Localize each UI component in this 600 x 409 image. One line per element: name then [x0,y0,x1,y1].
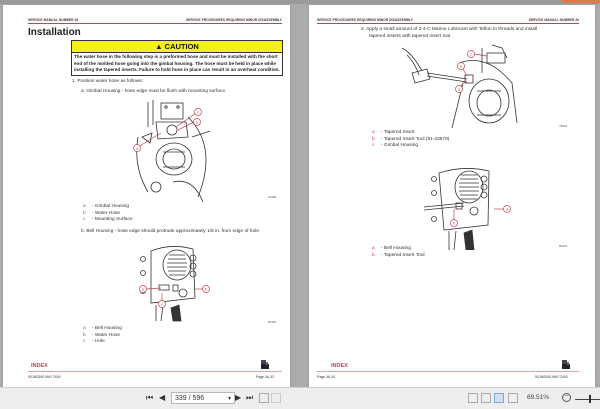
legend-item: a- Gimbal Housing [83,204,130,209]
index-link[interactable]: INDEX [31,363,48,369]
legend-item: c- Hole [83,339,105,345]
previous-view-icon[interactable] [259,393,269,403]
svg-text:c: c [470,52,472,57]
svg-text:c: c [161,302,163,307]
warning-triangle-icon: ▲ [155,42,163,51]
legend-item: a- Bell Housing [83,326,122,331]
index-link[interactable]: INDEX [331,363,348,369]
figure-number: 75962 [559,124,568,128]
legend-item: b- Water Hose [83,332,121,338]
caution-header: ▲ CAUTION [72,41,282,53]
figure-number: 22280 [268,195,277,199]
page-number-value: 339 / 596 [175,395,205,402]
header-left: SERVICE MANUAL NUMBER 26 [28,18,79,22]
next-view-icon[interactable] [271,393,281,403]
svg-text:b: b [196,120,199,125]
footer-page-number: Page 4A-33 [256,375,274,379]
bell-housing-illustration: a b c [139,246,210,322]
gimbal-housing-illustration: a cb [133,100,211,202]
step-1a: a. Gimbal Housing - hose edge must be fl… [81,89,227,94]
svg-text:a: a [506,207,509,212]
manual-logo-icon [261,360,269,369]
caution-box: ▲ CAUTION The water hose in the followin… [71,40,283,76]
zoom-slider[interactable] [575,399,600,400]
step-2-line1: 2. Apply a small amount of 2-4-C Marine … [361,27,538,32]
figure2-legend: a- Bell Housing b- Water Hose c- Hole [83,326,122,346]
figure-number: 80322 [559,244,568,248]
viewer-toolbar: ⏮ ◀ 339 / 596 ▾ ▶ ⏭ 69.51% − [0,387,600,409]
legend-item: b- Water Hose [83,210,121,216]
caution-label: CAUTION [164,42,199,51]
header-left: SERVICE PROCEDURES REQUIRING MINOR DISAS… [317,18,413,22]
figure1-legend: a- Gimbal Housing b- Water Hose c- Mount… [83,204,133,224]
header-right: SERVICE MANUAL NUMBER 26 [528,18,579,22]
svg-text:c: c [197,110,199,115]
window-accent [562,0,600,3]
legend-item: b- Tapered Insert Tool [372,252,425,258]
header-rule [28,23,282,24]
footer-page-number: Page 4A-34 [317,375,335,379]
footer-rule [317,371,579,372]
page-number-input[interactable]: 339 / 596 ▾ [171,392,235,404]
svg-text:a: a [136,146,139,151]
next-page-button[interactable]: ▶ [235,393,242,402]
svg-text:b: b [460,64,463,69]
page-left: SERVICE MANUAL NUMBER 26 SERVICE PROCEDU… [3,5,290,388]
step-1b: b. Bell Housing - hose edge should protr… [81,229,261,234]
legend-item: c- Mounting Surface [83,217,133,223]
figure1-legend: a- Tapered Insert b- Tapered Insert Tool… [372,130,449,150]
first-page-button[interactable]: ⏮ [146,393,154,402]
footer-doc-id: 90-863160 MAY 2000 [535,375,568,379]
legend-item: a- Bell Housing [372,246,411,251]
caution-text: The water hose in the following step is … [74,54,280,73]
page-right: SERVICE PROCEDURES REQUIRING MINOR DISAS… [309,5,595,388]
svg-text:b: b [453,221,456,226]
legend-item: a- Tapered Insert [372,130,415,135]
step-2-line2: tapered inserts with tapered insert tool… [369,34,452,39]
bell-housing-insert-illustration: ba [424,168,511,250]
figure-number: 80322 [268,320,277,324]
split-view-icon[interactable] [508,393,518,403]
zoom-level: 69.51% [527,394,550,401]
chevron-down-icon[interactable]: ▾ [227,396,231,402]
legend-item: b- Tapered Insert Tool (91-43579) [372,136,450,142]
single-page-view-icon[interactable] [468,393,478,403]
zoom-slider-thumb[interactable] [589,395,591,403]
footer-doc-id: 90-863160 MAY 2000 [28,375,61,379]
svg-text:a: a [458,87,461,92]
footer-rule [28,371,282,372]
last-page-button[interactable]: ⏭ [246,393,254,402]
top-edge [0,0,600,4]
svg-text:a: a [142,287,145,292]
continuous-view-icon[interactable] [481,393,491,403]
zoom-out-icon[interactable]: − [562,393,571,402]
legend-item: c- Gimbal Housing [372,143,419,149]
svg-text:b: b [205,287,208,292]
tapered-insert-tool-illustration: c b a [401,44,518,128]
step-1: 1. Position water hose as follows: [72,79,143,84]
two-page-view-icon[interactable] [494,393,504,403]
previous-page-button[interactable]: ◀ [159,393,166,402]
header-rule [317,23,579,24]
figure2-legend: a- Bell Housing b- Tapered Insert Tool [372,246,425,259]
manual-logo-icon [562,360,570,369]
section-title: Installation [28,27,81,38]
header-right: SERVICE PROCEDURES REQUIRING MINOR DISAS… [186,18,282,22]
document-viewport[interactable]: SERVICE MANUAL NUMBER 26 SERVICE PROCEDU… [0,0,600,388]
